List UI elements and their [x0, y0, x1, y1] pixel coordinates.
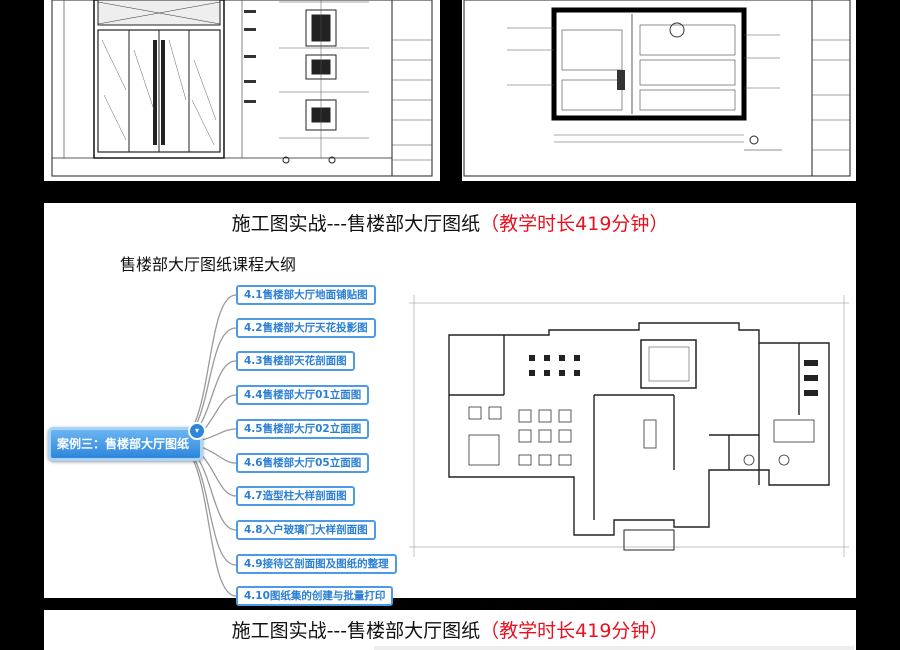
- branch-item[interactable]: 4.6售楼部大厅05立面图: [236, 453, 370, 473]
- course-title-main-repeat: 施工图实战---售楼部大厅图纸: [231, 620, 481, 642]
- branch-item[interactable]: 4.8入户玻璃门大样剖面图: [236, 520, 376, 540]
- wall-elevation-drawing: [463, 0, 851, 177]
- branch-item[interactable]: 4.2售楼部大厅天花投影图: [236, 318, 376, 338]
- branch-item[interactable]: 4.1售楼部大厅地面铺贴图: [236, 285, 376, 305]
- cad-drawing-door-elevation: [44, 0, 440, 181]
- branch-item[interactable]: 4.9接待区剖面图及图纸的整理: [236, 554, 397, 574]
- branch-item[interactable]: 4.5售楼部大厅02立面图: [236, 419, 370, 439]
- course-title-repeat: 施工图实战---售楼部大厅图纸（教学时长419分钟）: [44, 616, 856, 643]
- plan-preview-strip: [374, 646, 854, 650]
- course-outline-panel: 施工图实战---售楼部大厅图纸（教学时长419分钟） 售楼部大厅图纸课程大纲 案…: [44, 203, 856, 606]
- course-title-panel-repeat: 施工图实战---售楼部大厅图纸（教学时长419分钟）: [44, 610, 856, 650]
- door-elevation-drawing: [51, 0, 433, 177]
- branch-item[interactable]: 4.7造型柱大样剖面图: [236, 486, 355, 506]
- mindmap-center-node[interactable]: 案例三：售楼部大厅图纸 ▾: [48, 422, 206, 461]
- mindmap-connectors: [173, 294, 237, 597]
- collapse-icon[interactable]: ▾: [188, 422, 206, 440]
- course-title: 施工图实战---售楼部大厅图纸（教学时长419分钟）: [44, 209, 856, 236]
- course-title-main: 施工图实战---售楼部大厅图纸: [231, 213, 481, 235]
- branch-item[interactable]: 4.3售楼部天花剖面图: [236, 351, 355, 371]
- course-duration: （教学时长419分钟）: [480, 213, 669, 235]
- center-node-label: 案例三：售楼部大厅图纸: [57, 437, 190, 451]
- outline-title: 售楼部大厅图纸课程大纲: [120, 255, 297, 274]
- course-duration-repeat: （教学时长419分钟）: [480, 620, 669, 642]
- floor-plan-drawing: [409, 295, 849, 557]
- cad-drawing-wall-elevation: [462, 0, 856, 181]
- branch-item[interactable]: 4.10图纸集的创建与批量打印: [236, 586, 394, 606]
- branch-item[interactable]: 4.4售楼部大厅01立面图: [236, 385, 370, 405]
